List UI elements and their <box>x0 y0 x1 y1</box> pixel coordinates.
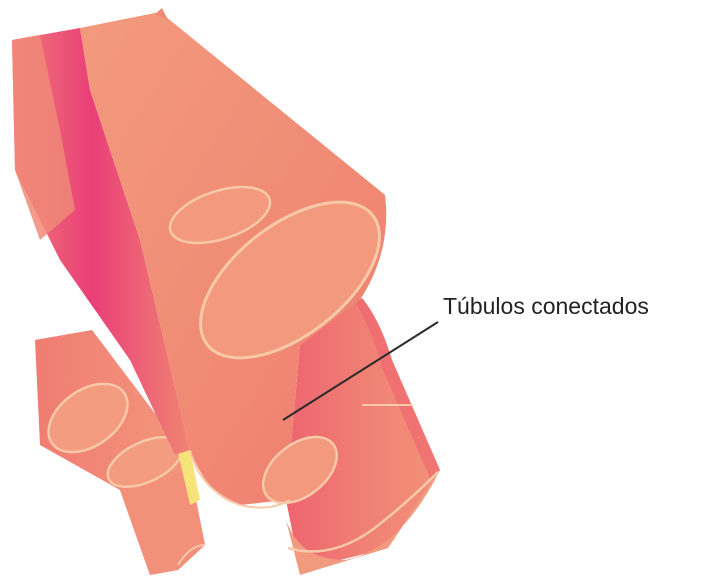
label-tubulos-conectados: Túbulos conectados <box>443 293 649 319</box>
